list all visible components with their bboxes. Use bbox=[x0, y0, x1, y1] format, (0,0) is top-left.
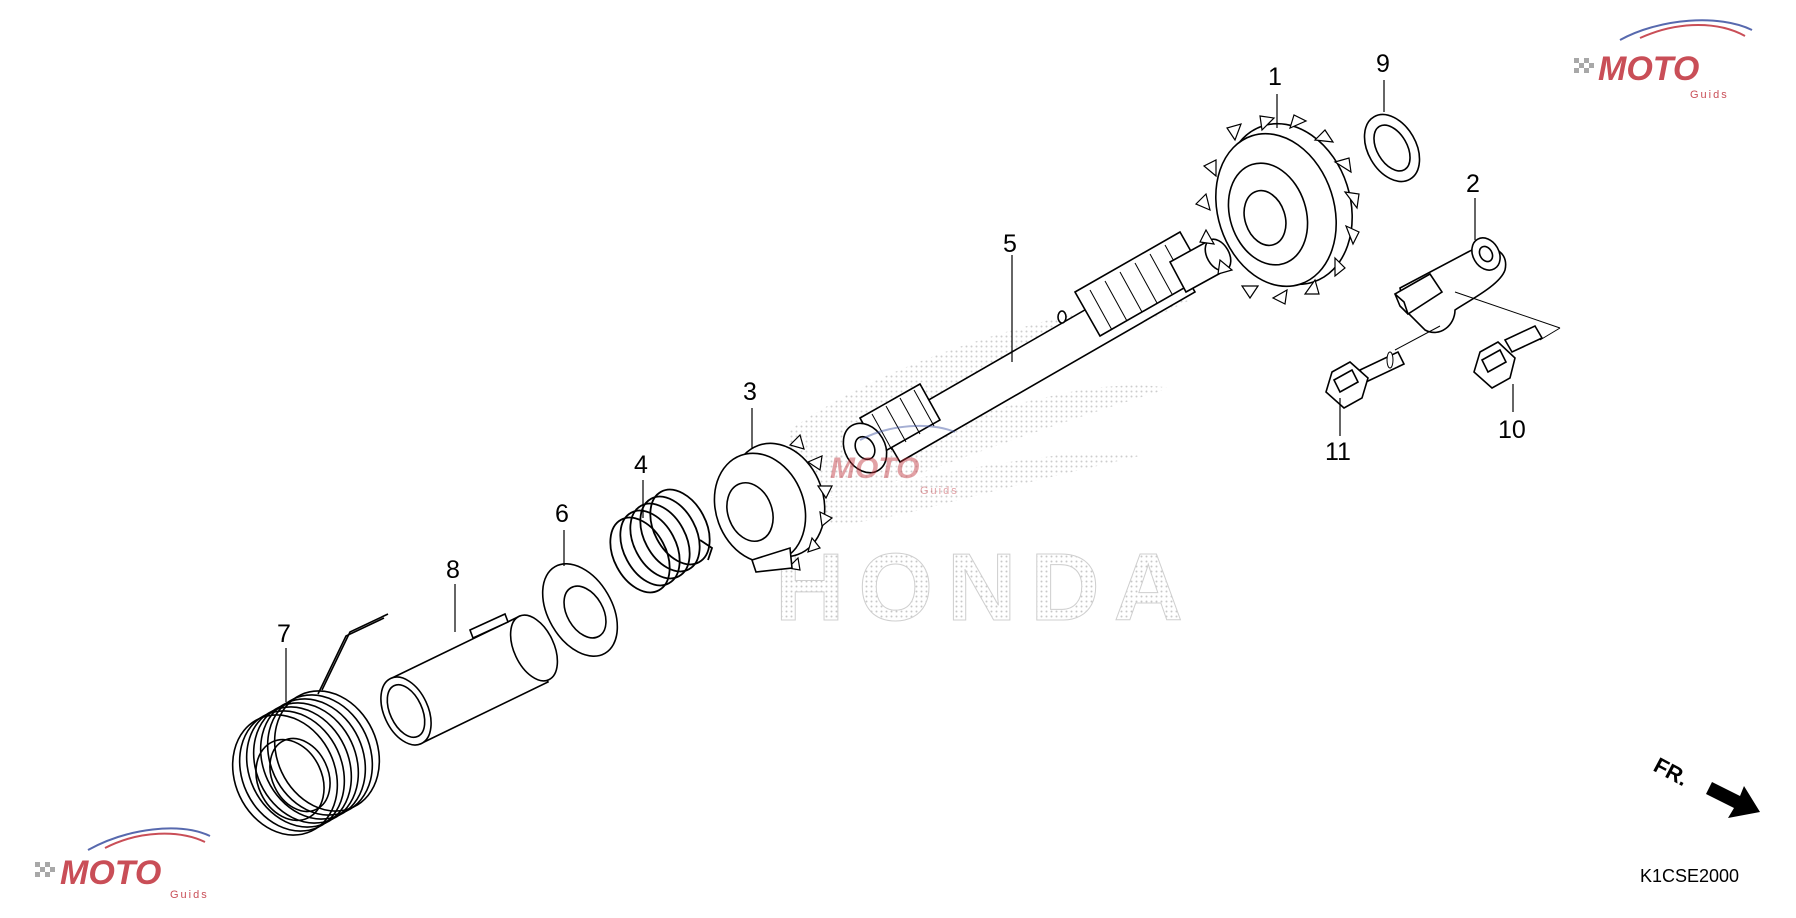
part-bolt-long bbox=[1325, 350, 1406, 409]
callout-leaders bbox=[285, 80, 1514, 702]
callout-1: 1 bbox=[1268, 63, 1282, 91]
watermark-sub-center: Guids bbox=[920, 485, 959, 497]
front-arrow-icon bbox=[1706, 782, 1760, 818]
watermark-brand-center: MOTO bbox=[830, 452, 919, 485]
callout-3: 3 bbox=[743, 378, 757, 406]
watermark-brand-bottom: MOTO bbox=[60, 854, 161, 892]
part-washer-large bbox=[541, 563, 619, 657]
callout-6: 6 bbox=[555, 500, 569, 528]
watermark-sub-bottom: Guids bbox=[170, 889, 209, 901]
watermark-brand-top: MOTO bbox=[1598, 50, 1699, 88]
bolt-leader-lines bbox=[1394, 291, 1561, 351]
front-indicator: FR. bbox=[1650, 752, 1760, 818]
front-label: FR. bbox=[1650, 752, 1693, 791]
watermark-sub-top: Guids bbox=[1690, 89, 1729, 101]
callout-5: 5 bbox=[1003, 230, 1017, 258]
drawing-code: K1CSE2000 bbox=[1640, 866, 1739, 886]
callout-9: 9 bbox=[1376, 50, 1390, 78]
callout-11: 11 bbox=[1325, 438, 1351, 466]
checker-flag-icon-bottom bbox=[35, 862, 55, 877]
watermark-logo-top: MOTO Guids bbox=[1574, 19, 1753, 101]
callout-8: 8 bbox=[446, 556, 460, 584]
part-shaft bbox=[842, 230, 1232, 474]
callout-4: 4 bbox=[634, 451, 648, 479]
part-ratchet bbox=[713, 433, 834, 573]
callout-2: 2 bbox=[1466, 170, 1480, 198]
callout-10: 10 bbox=[1498, 416, 1526, 444]
part-torsion-spring bbox=[231, 613, 389, 836]
watermark-logo-bottom: MOTO Guids bbox=[35, 827, 211, 901]
part-washer-small bbox=[1363, 113, 1421, 183]
part-sleeve bbox=[380, 612, 559, 746]
part-bolt-short bbox=[1473, 324, 1544, 389]
callout-numbers: 1 9 2 5 3 4 6 8 7 11 10 bbox=[277, 50, 1526, 648]
checker-flag-icon bbox=[1574, 58, 1594, 73]
part-spring bbox=[609, 488, 714, 594]
watermark-logo-center: MOTO Guids bbox=[830, 424, 959, 497]
honda-wordmark: HONDA bbox=[775, 534, 1197, 641]
honda-wing-mark bbox=[790, 298, 1190, 526]
part-arm bbox=[1393, 237, 1507, 334]
part-gear bbox=[1194, 114, 1360, 305]
callout-7: 7 bbox=[277, 620, 291, 648]
